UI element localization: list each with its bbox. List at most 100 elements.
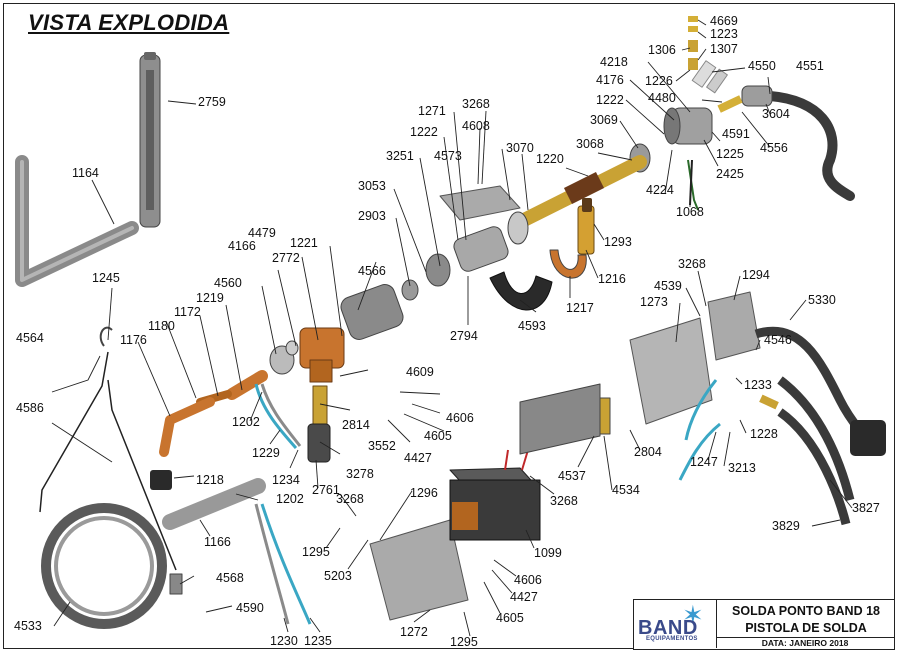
label-4551: 4551 [796, 59, 824, 73]
drawing-frame [3, 3, 895, 649]
part-4537-bracket [519, 383, 601, 455]
label-4556: 4556 [760, 141, 788, 155]
part-1247-blue-hose [678, 422, 721, 481]
label-1202-upper: 1202 [232, 415, 260, 429]
label-4479: 4479 [248, 226, 276, 240]
part-1245-hook [99, 326, 113, 347]
label-3268-rightpanel: 3268 [678, 257, 706, 271]
label-5330: 5330 [808, 293, 836, 307]
part-1306-brass-fittings [688, 16, 698, 70]
label-1271: 1271 [418, 104, 446, 118]
label-4537: 4537 [558, 469, 586, 483]
label-4218: 4218 [600, 55, 628, 69]
label-2759: 2759 [198, 95, 226, 109]
label-4590: 4590 [236, 601, 264, 615]
part-4586-cable [39, 351, 109, 513]
part-1216-insulator [577, 198, 595, 255]
label-4533: 4533 [14, 619, 42, 633]
label-1164: 1164 [72, 166, 99, 180]
label-1172: 1172 [174, 305, 201, 319]
label-1294: 1294 [742, 268, 770, 282]
part-1218-block [150, 470, 172, 490]
label-1295-lower: 1295 [450, 635, 478, 649]
label-3069: 3069 [590, 113, 618, 127]
label-3268-mid: 3268 [336, 492, 364, 506]
label-3251: 3251 [386, 149, 414, 163]
label-4560: 4560 [214, 276, 242, 290]
parts [15, 16, 886, 629]
label-1272: 1272 [400, 625, 428, 639]
label-4224: 4224 [646, 183, 674, 197]
label-1222-upper: 1222 [596, 93, 624, 107]
label-2425: 2425 [716, 167, 744, 181]
title-block: ✶ BAND EQUIPAMENTOS SOLDA PONTO BAND 18 … [633, 599, 895, 650]
part-1217-clamp [549, 249, 587, 279]
logo-text: BAND [638, 617, 698, 639]
label-4564: 4564 [16, 331, 44, 345]
label-3070: 3070 [506, 141, 534, 155]
label-2903: 2903 [358, 209, 386, 223]
label-1202-lower: 1202 [276, 492, 304, 506]
label-2814: 2814 [342, 418, 370, 432]
band-logo: ✶ BAND EQUIPAMENTOS [634, 600, 717, 648]
leader-lines [51, 19, 853, 637]
label-3053: 3053 [358, 179, 386, 193]
label-1068: 1068 [676, 205, 704, 219]
part-1230-hose [260, 503, 312, 625]
label-3213: 3213 [728, 461, 756, 475]
part-4591-nozzle [717, 95, 743, 113]
label-4606-lower: 4606 [514, 573, 542, 587]
label-3552: 3552 [368, 439, 396, 453]
part-4568-lug [169, 573, 183, 595]
part-3827-hose [777, 376, 855, 502]
label-1220: 1220 [536, 152, 564, 166]
label-1295-upper: 1295 [302, 545, 330, 559]
page-title: VISTA EXPLODIDA [28, 10, 230, 35]
label-4606-upper: 4606 [446, 411, 474, 425]
part-3070-shaft [513, 155, 647, 229]
part-4551-cable [765, 91, 855, 201]
label-1176: 1176 [120, 333, 147, 347]
label-1099: 1099 [534, 546, 562, 560]
label-1222-mid: 1222 [410, 125, 438, 139]
label-5203: 5203 [324, 569, 352, 583]
label-1180: 1180 [148, 319, 175, 333]
part-3604-plug [741, 85, 773, 107]
label-3268-right: 3268 [550, 494, 578, 508]
label-1225: 1225 [716, 147, 744, 161]
part-3278-holder [307, 423, 331, 463]
label-4608: 4608 [462, 119, 490, 133]
part-1272-frame [369, 519, 469, 621]
label-1226: 1226 [645, 74, 673, 88]
label-1217: 1217 [566, 301, 594, 315]
label-2804: 2804 [634, 445, 662, 459]
label-3268-top: 3268 [462, 97, 490, 111]
part-5330-cable [754, 326, 886, 456]
star-icon: ✶ [682, 600, 704, 630]
label-3604: 3604 [762, 107, 790, 121]
label-3068: 3068 [576, 137, 604, 151]
label-4480: 4480 [648, 91, 676, 105]
label-1166: 1166 [204, 535, 231, 549]
part-4534-plate [599, 397, 611, 435]
label-1219: 1219 [196, 291, 224, 305]
part-1221-copper-block [299, 327, 345, 383]
part-1099-transformer [449, 449, 541, 541]
label-1247: 1247 [690, 455, 718, 469]
label-1306: 1306 [648, 43, 676, 57]
part-1166-tube [162, 478, 266, 530]
part-2814-electrode [312, 385, 328, 429]
part-1271-cylinder [453, 211, 529, 272]
label-4605-upper: 4605 [424, 429, 452, 443]
label-1307: 1307 [710, 42, 738, 56]
part-2759-tube [139, 52, 161, 228]
label-1216: 1216 [598, 272, 626, 286]
label-3278: 3278 [346, 467, 374, 481]
part-2903-washer [401, 279, 419, 301]
label-1223: 1223 [710, 27, 738, 41]
part-1294-panel [707, 291, 761, 361]
part-4573-bracket [439, 185, 521, 221]
label-1229: 1229 [252, 446, 280, 460]
part-1228-fitting [759, 394, 779, 410]
